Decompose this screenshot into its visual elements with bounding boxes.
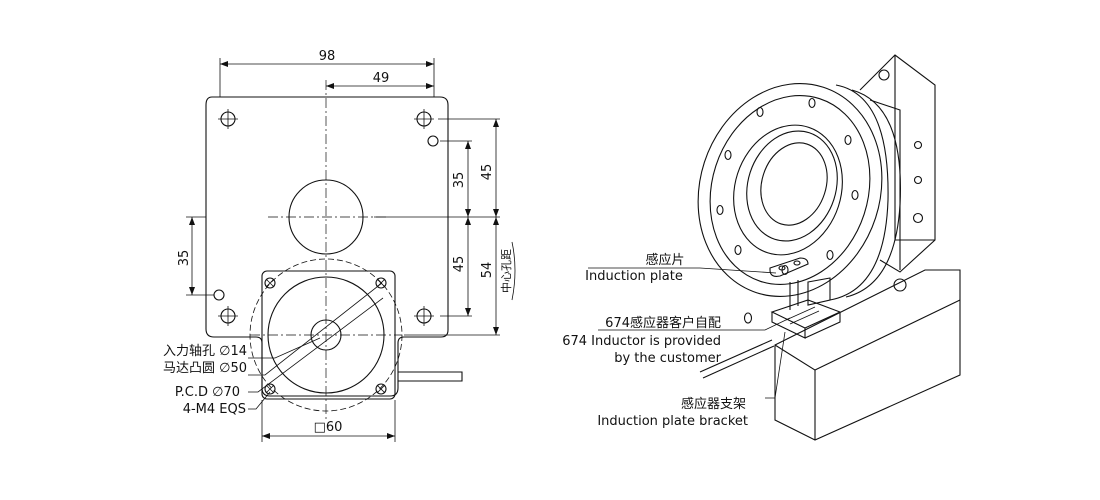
sensor-bracket bbox=[770, 299, 842, 329]
dim-54: 54 bbox=[480, 262, 495, 279]
inductor-label-cn: 674感应器客户自配 bbox=[605, 315, 721, 331]
motor-boss bbox=[267, 276, 385, 394]
motor-flange bbox=[261, 270, 396, 400]
callout-input-shaft: 入力轴孔 ∅14 bbox=[163, 344, 247, 359]
dim-35-right: 35 bbox=[452, 172, 467, 189]
motor-holes bbox=[264, 277, 387, 395]
callout-holes: 4-M4 EQS bbox=[183, 402, 246, 417]
isometric-view-drawing bbox=[588, 54, 961, 441]
dim-motor-square: □60 bbox=[314, 420, 343, 435]
disc-bolt-holes bbox=[716, 97, 859, 324]
bracket-label-en: Induction plate bracket bbox=[597, 414, 748, 429]
induction-plate-label-cn: 感应片 bbox=[645, 252, 684, 268]
inductor-label-en-1: 674 Inductor is provided bbox=[562, 334, 721, 349]
center-bore bbox=[288, 179, 364, 255]
dim-49: 49 bbox=[373, 71, 390, 86]
dim-98: 98 bbox=[319, 49, 336, 64]
plate-holes bbox=[213, 109, 439, 326]
dim-35-left: 35 bbox=[177, 250, 192, 267]
pcd-circle bbox=[249, 258, 403, 412]
induction-plate-label-en: Induction plate bbox=[585, 269, 683, 284]
callout-motor-boss: 马达凸圆 ∅50 bbox=[163, 361, 247, 376]
dim-45-upper: 45 bbox=[480, 164, 495, 181]
rotary-disc bbox=[697, 83, 883, 297]
center-hole-distance-label: 中心孔距 bbox=[500, 249, 513, 293]
callout-pcd: P.C.D ∅70 bbox=[175, 385, 240, 400]
dim-45-lower: 45 bbox=[452, 256, 467, 273]
bracket-label-cn: 感应器支架 bbox=[681, 396, 746, 412]
induction-plate bbox=[769, 257, 809, 277]
front-view-drawing: 98 49 35 45 45 54 中心孔距 35 □60 入力轴孔 ∅14 马… bbox=[163, 49, 516, 442]
input-shaft-hole bbox=[310, 319, 342, 351]
inductor-label-en-2: by the customer bbox=[614, 351, 721, 366]
